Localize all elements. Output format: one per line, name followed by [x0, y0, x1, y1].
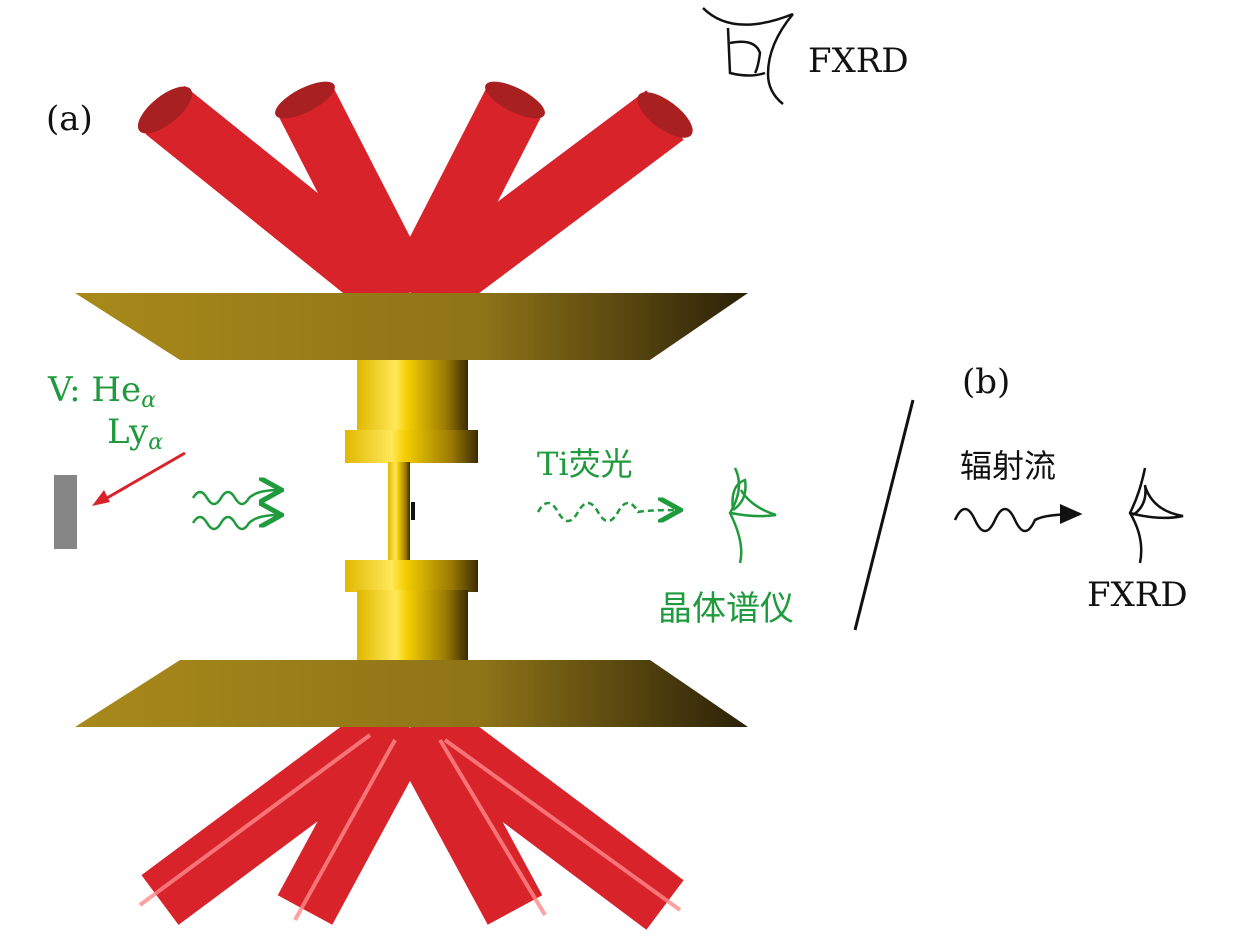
hohlraum [345, 360, 478, 660]
top-cone-plate [75, 293, 748, 360]
crystal-spectrometer-label: 晶体谱仪 [658, 589, 794, 629]
source-prefix: V: [48, 370, 81, 410]
panel-separator [853, 399, 915, 631]
radiation-flux-label: 辐射流 [960, 447, 1057, 485]
ti-fluorescence-wave [536, 503, 678, 521]
radiation-flux-wave [953, 504, 1083, 533]
laser-beams-top [145, 85, 684, 320]
fxrd-detector-icon-top [702, 7, 794, 105]
xray-waves [191, 490, 678, 531]
crystal-spectrometer-icon [728, 467, 777, 564]
fxrd-detector-icon-b [1128, 467, 1184, 564]
red-arrow [99, 451, 186, 504]
bottom-cone-plate [75, 660, 748, 727]
fxrd-b-label: FXRD [1087, 575, 1188, 615]
panel-a-label: (a) [46, 99, 93, 139]
fxrd-top-label: FXRD [808, 41, 909, 81]
target-sample [411, 502, 415, 520]
source-line-he: V: Heα [48, 370, 157, 413]
ti-fluorescence-label: Ti荧光 [537, 445, 633, 483]
laser-beams-bottom [141, 700, 684, 930]
backlighter-foil [54, 475, 77, 549]
source-line-ly: Lyα [107, 412, 164, 455]
panel-b-label: (b) [962, 362, 1011, 402]
